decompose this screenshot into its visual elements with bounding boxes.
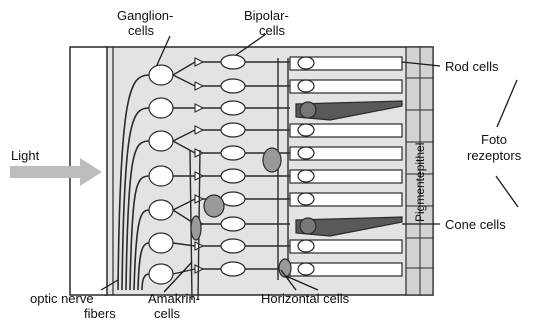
amakrin-label-line1: Amakrin- <box>148 291 200 306</box>
bipolar-cell <box>221 55 245 69</box>
bipolar-label-line1: Bipolar- <box>244 8 289 23</box>
ganglion-cell <box>149 233 173 253</box>
horizontal-cell <box>263 148 281 172</box>
bipolar-cell <box>221 79 245 93</box>
bipolar-label-line2: cells <box>259 23 286 38</box>
bipolar-cell <box>221 146 245 160</box>
pigmentepithel-label: Pigmentepithel <box>413 143 427 222</box>
ganglion-label-line1: Ganglion- <box>117 8 173 23</box>
cone-cells-label: Cone cells <box>445 217 506 232</box>
optic-label-line2: fibers <box>84 306 116 321</box>
optic-label-line1: optic nerve <box>30 291 94 306</box>
bipolar-cell <box>221 262 245 276</box>
amakrin-label-line2: cells <box>154 306 181 321</box>
bipolar-cell <box>221 217 245 231</box>
ganglion-label-line2: cells <box>128 23 155 38</box>
foto-label-line2: rezeptors <box>467 148 522 163</box>
ganglion-cell <box>149 264 173 284</box>
bipolar-cell <box>221 192 245 206</box>
ganglion-cell <box>149 98 173 118</box>
ganglion-cell <box>149 166 173 186</box>
cone-nucleus <box>300 102 316 118</box>
bipolar-cell <box>221 101 245 115</box>
ganglion-cell <box>149 65 173 85</box>
amakrin-cell <box>204 195 224 217</box>
cone-nucleus <box>300 218 316 234</box>
bipolar-cell <box>221 123 245 137</box>
rod-cells-label: Rod cells <box>445 59 499 74</box>
bipolar-cell <box>221 239 245 253</box>
bipolar-cell <box>221 169 245 183</box>
horizontal-cells-label: Horizontal cells <box>261 291 350 306</box>
ganglion-cell <box>149 131 173 151</box>
foto-label-line1: Foto <box>481 132 507 147</box>
ganglion-cell <box>149 200 173 220</box>
amakrin-cell <box>191 216 201 240</box>
light-label: Light <box>11 148 40 163</box>
